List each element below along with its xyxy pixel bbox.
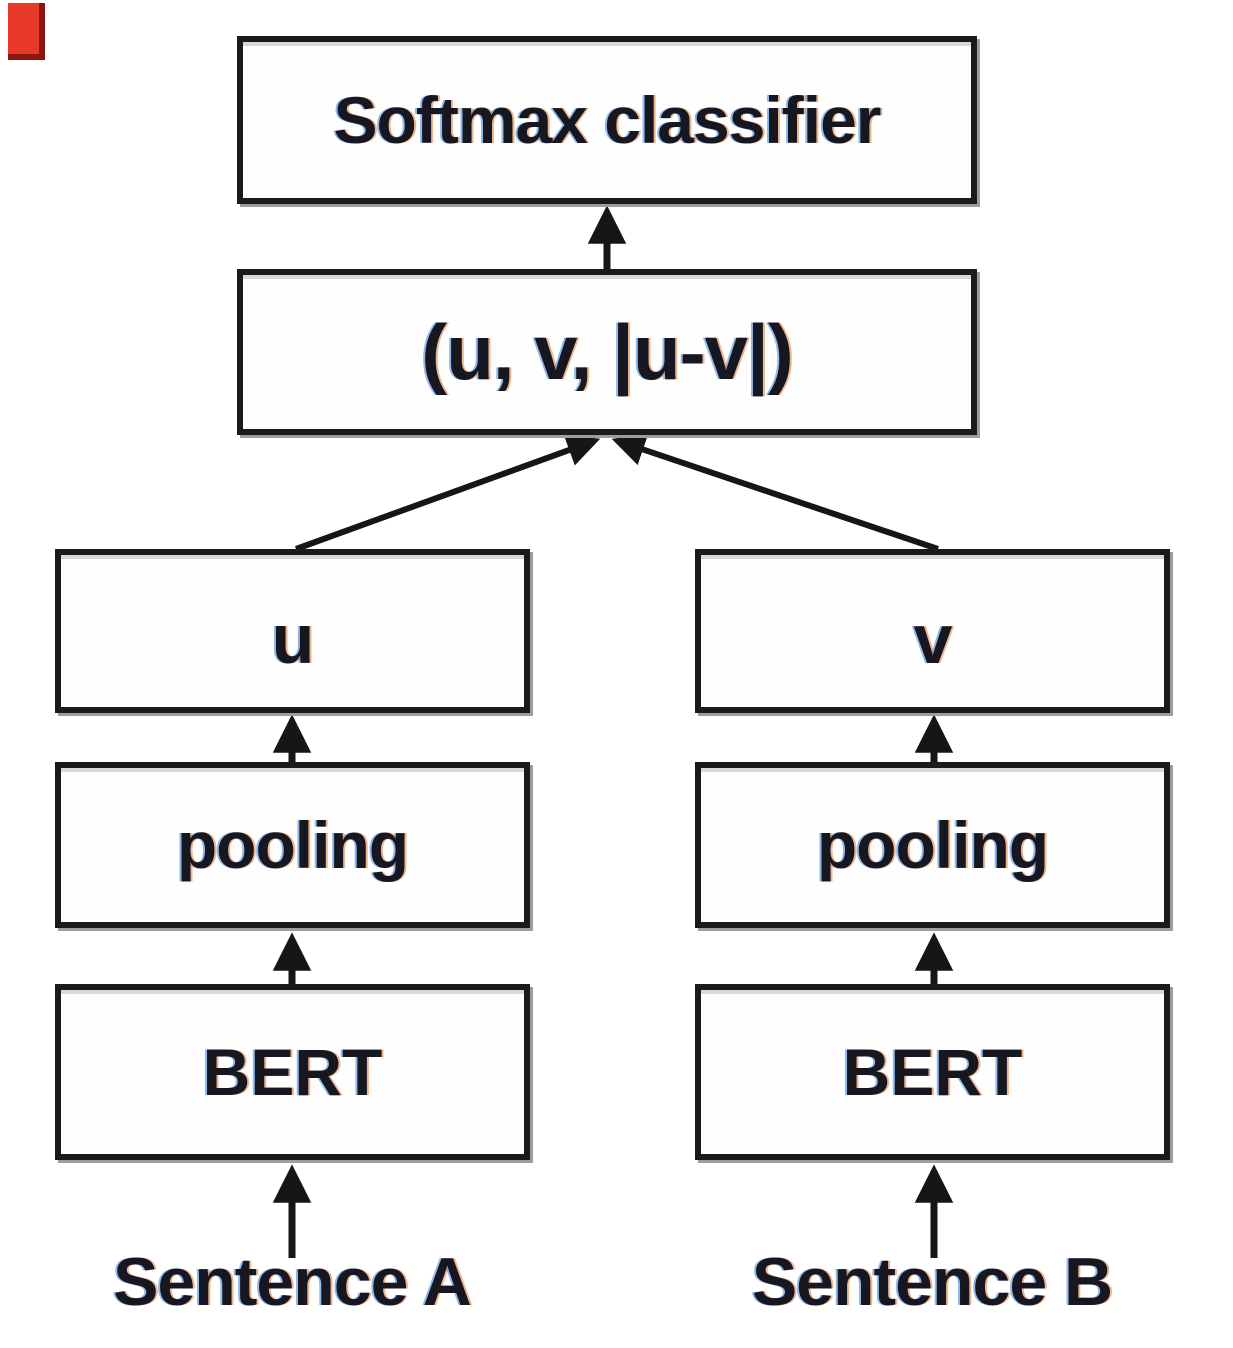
arrow-u-to-concat [294, 434, 601, 552]
bert-box-left: BERT [55, 984, 530, 1160]
v-vector-box: v [695, 549, 1170, 713]
pooling-label-left: pooling [176, 808, 409, 882]
sentence-b-label: Sentence B [751, 1244, 1113, 1320]
pooling-box-right: pooling [695, 762, 1170, 928]
v-vector-label: v [913, 600, 953, 678]
red-marker [8, 3, 45, 60]
arrow-v-to-concat [611, 433, 939, 552]
pooling-label-right: pooling [816, 808, 1049, 882]
pooling-box-left: pooling [55, 762, 530, 928]
softmax-classifier-label: Softmax classifier [333, 83, 882, 157]
bert-label-left: BERT [202, 1035, 383, 1109]
concat-box: (u, v, |u-v|) [237, 269, 977, 435]
u-vector-label: u [271, 600, 315, 678]
concat-label: (u, v, |u-v|) [421, 307, 794, 396]
u-vector-box: u [55, 549, 530, 713]
bert-label-right: BERT [842, 1035, 1023, 1109]
bert-box-right: BERT [695, 984, 1170, 1160]
sentence-a-label: Sentence A [113, 1244, 472, 1320]
softmax-classifier-box: Softmax classifier [237, 36, 977, 204]
